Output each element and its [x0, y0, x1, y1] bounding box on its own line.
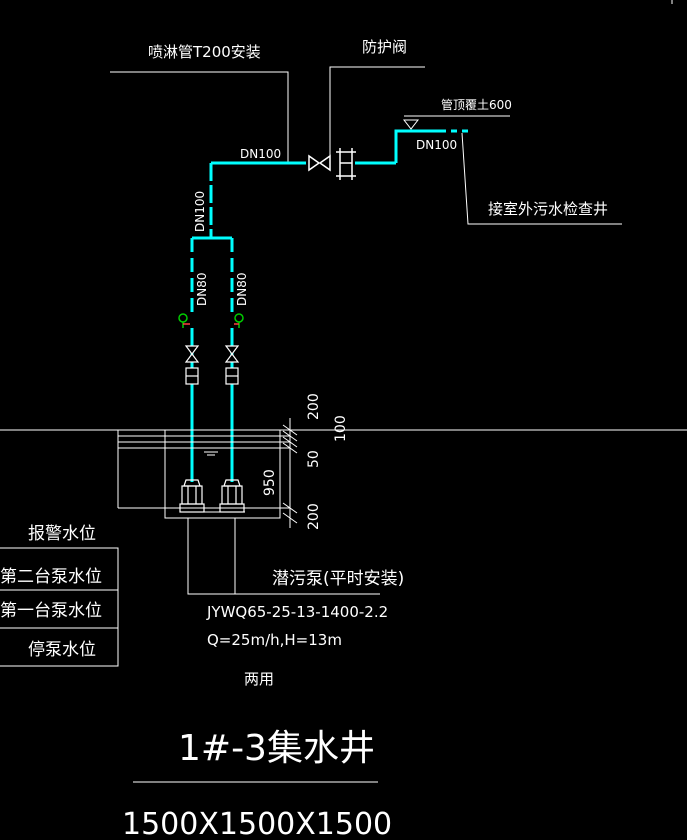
gauge-left-icon: [178, 313, 190, 328]
water-surface-icon: [204, 451, 218, 456]
drawing-title: 1#-3集水井: [178, 728, 375, 769]
water-level-first-pump: 第一台泵水位: [0, 601, 102, 621]
label-pipe-left: DN80: [195, 273, 209, 307]
label-sprinkler-pipe: 喷淋管T200安装: [148, 43, 261, 61]
label-pipe-main: DN100: [240, 147, 281, 161]
pump-leader: [187, 518, 380, 595]
dim-tick-4: [282, 442, 298, 454]
leader-lines: [110, 0, 673, 225]
pit-structure: [0, 418, 687, 783]
water-level-second-pump: 第二台泵水位: [0, 567, 102, 587]
gauge-right-icon: [234, 313, 244, 328]
branch-valves-right: [224, 345, 240, 385]
dim-tick-1: [282, 424, 298, 436]
dim-tick-3: [282, 436, 298, 448]
drawing-size: 1500X1500X1500: [122, 807, 392, 840]
pump-left-icon: [179, 479, 205, 513]
pump-spec: Q=25m/h,H=13m: [207, 631, 342, 649]
label-pipe-right: DN80: [235, 273, 249, 307]
dim-tick-5: [282, 502, 298, 514]
label-pipe-discharge: DN100: [416, 138, 457, 152]
sprinkler-leader: [110, 71, 289, 162]
water-level-alarm: 报警水位: [28, 524, 96, 544]
manhole-leader: [461, 132, 622, 225]
pump-name: 潜污泵(平时安装): [272, 569, 404, 589]
branch-valves-left: [184, 345, 200, 385]
flexible-joint-icon: [336, 148, 356, 180]
water-level-stop: 停泵水位: [28, 640, 96, 660]
pipe-discharge: [394, 129, 440, 163]
check-valve-icon: [308, 154, 331, 172]
dim-50: 50: [306, 450, 322, 468]
gate-valve-left-icon: [184, 345, 200, 355]
dim-tick-6: [282, 512, 298, 524]
water-level-bracket: [0, 547, 119, 667]
dim-200-bottom: 200: [306, 503, 322, 530]
pipework: [190, 129, 468, 482]
dim-950: 950: [262, 469, 278, 496]
gate-valve-right-icon: [224, 345, 240, 355]
label-pipe-top-elev: 管顶覆土600: [441, 97, 512, 112]
label-outdoor-manhole: 接室外污水检查井: [488, 200, 608, 218]
label-check-valve: 防护阀: [362, 38, 407, 56]
elevation-triangle-icon: [402, 119, 420, 130]
dim-tick-2: [282, 430, 298, 442]
pump-right-icon: [219, 479, 245, 513]
dim-200-top: 200: [306, 393, 322, 420]
pump-model: JYWQ65-25-13-1400-2.2: [206, 603, 388, 621]
pump-usage: 两用: [244, 670, 274, 688]
valve-leader: [329, 66, 425, 160]
label-pipe-riser: DN100: [193, 191, 207, 232]
dim-100: 100: [333, 415, 349, 442]
